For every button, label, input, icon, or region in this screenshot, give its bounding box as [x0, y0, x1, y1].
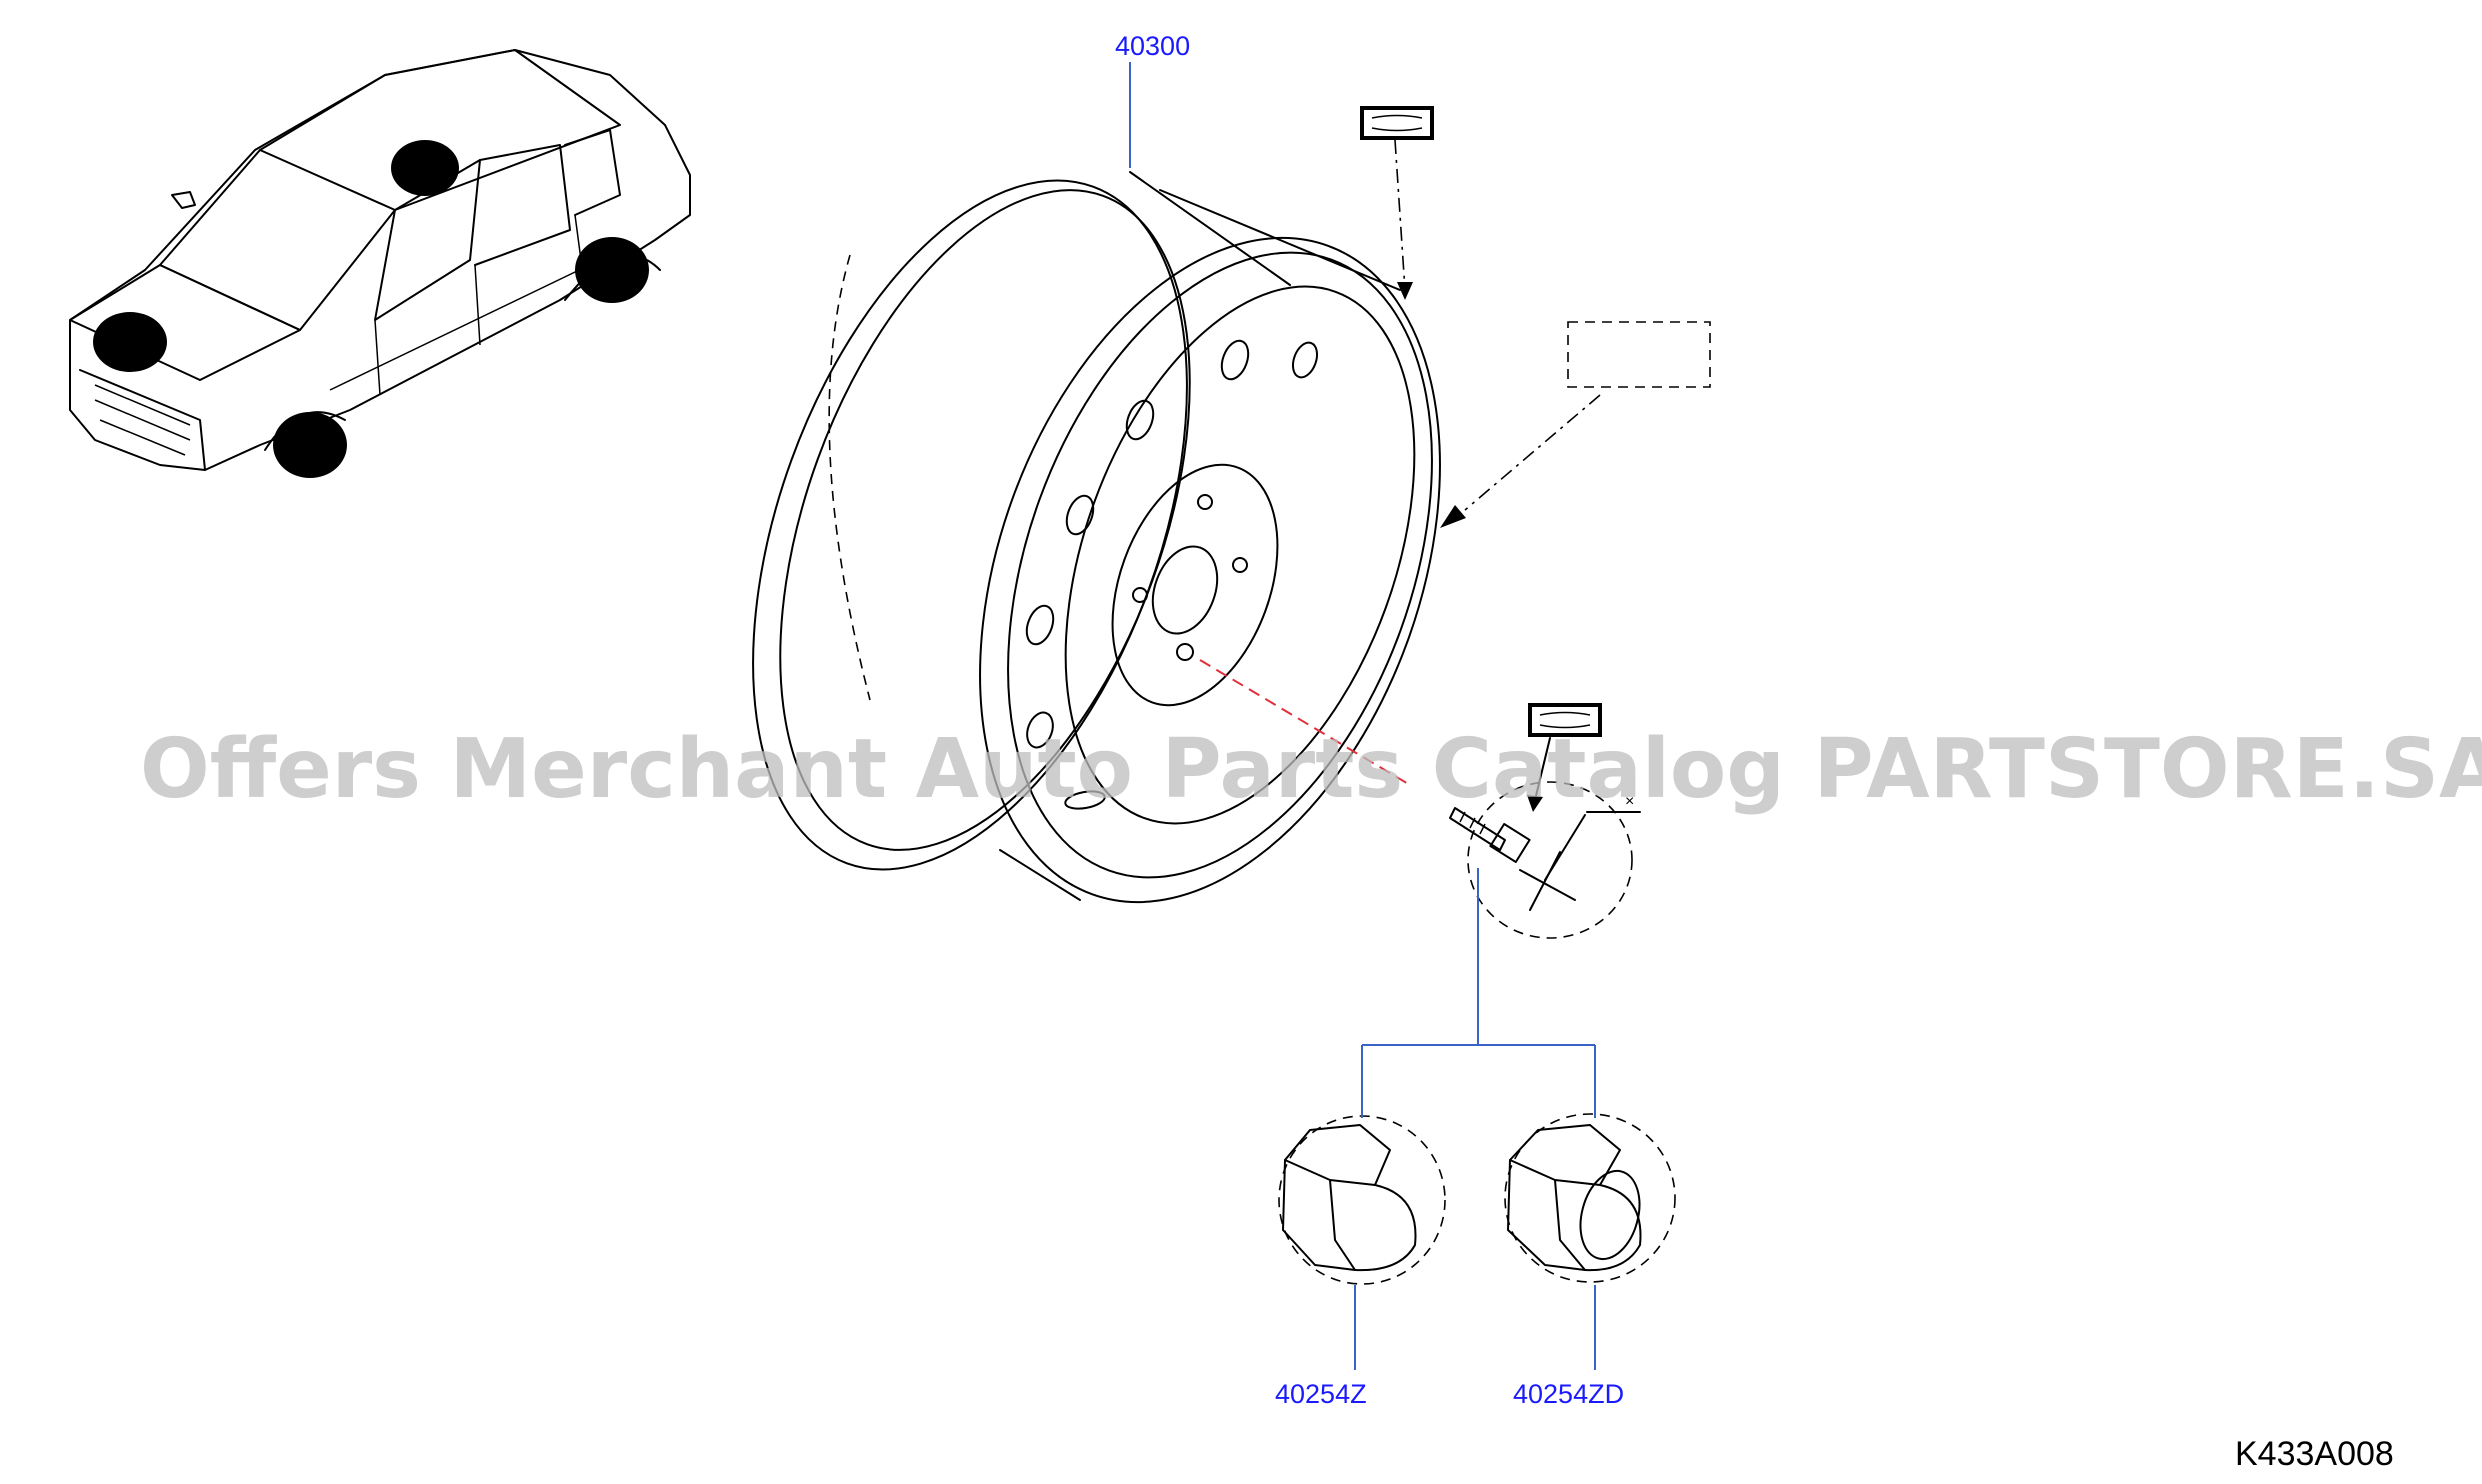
svg-text:×: ×: [1625, 793, 1634, 810]
rear-left-wheel-marker: [391, 140, 459, 196]
front-left-wheel-marker: [93, 312, 167, 372]
front-right-wheel-marker: [273, 412, 347, 478]
rear-right-wheel-marker: [575, 237, 649, 303]
part-number-wheel[interactable]: 40300: [1115, 31, 1190, 61]
leader-lines: [1129, 62, 1596, 1370]
watermark-text: Offers Merchant Auto Parts Catalog PARTS…: [140, 722, 2482, 817]
bolt-axis-line: [1199, 659, 1411, 786]
spec-symbol-nut: [1527, 703, 1602, 812]
spec-symbol-wheel: [1360, 106, 1434, 300]
part-number-closed-nut[interactable]: 40254Z: [1275, 1379, 1367, 1409]
vehicle-location-illustration: [69, 49, 691, 478]
steel-wheel-drawing: [752, 171, 1441, 904]
open-nut-drawing: [1504, 1113, 1676, 1283]
optional-part-reference-box: [1440, 321, 1711, 528]
diagram-code: K433A008: [2235, 1435, 2394, 1473]
part-number-open-nut[interactable]: 40254ZD: [1513, 1379, 1624, 1409]
wheel-nut-detail: ×: [1449, 781, 1641, 939]
closed-nut-drawing: [1278, 1115, 1446, 1285]
